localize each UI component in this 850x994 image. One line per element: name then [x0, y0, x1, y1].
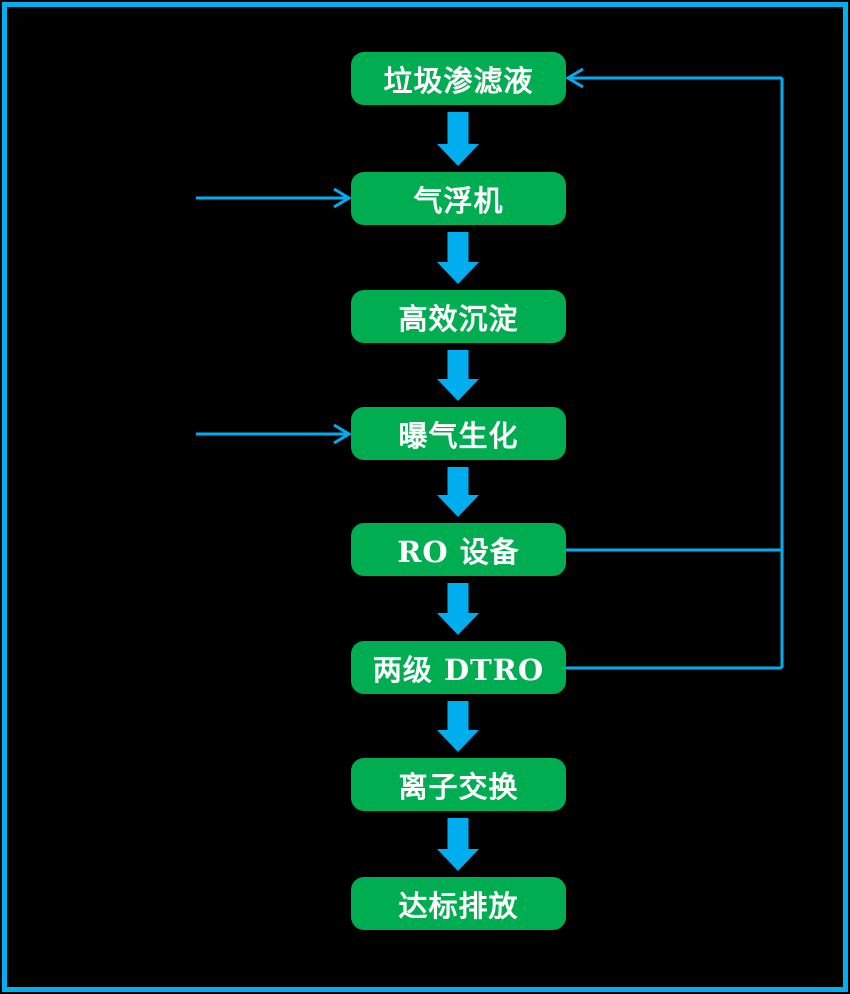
flow-node-compliant-discharge: 达标排放	[351, 877, 566, 930]
arrow-down-7	[437, 818, 479, 871]
flow-node-two-stage-dtro: 两级 DTRO	[351, 641, 566, 694]
input-arrowhead-puqi-icon	[333, 423, 352, 445]
input-arrowhead-qifuji-icon	[333, 187, 352, 209]
flow-node-ro-equipment: RO 设备	[351, 523, 566, 576]
arrow-down-1	[437, 112, 479, 166]
arrow-down-2	[437, 232, 479, 284]
arrow-down-5	[437, 583, 479, 635]
arrow-down-4	[437, 467, 479, 517]
flow-node-leachate: 垃圾渗滤液	[351, 52, 566, 105]
flow-node-ion-exchange: 离子交换	[351, 758, 566, 811]
recycle-loop	[565, 67, 784, 670]
arrow-down-6	[437, 701, 479, 752]
input-arrows	[196, 187, 352, 445]
arrow-down-3	[437, 350, 479, 401]
flow-node-aeration-biochemical: 曝气生化	[351, 407, 566, 460]
flow-node-high-efficiency-sedimentation: 高效沉淀	[351, 290, 566, 343]
recycle-arrowhead-icon	[565, 67, 584, 89]
flow-node-air-flotation: 气浮机	[351, 172, 566, 225]
thick-down-arrows	[437, 112, 479, 871]
